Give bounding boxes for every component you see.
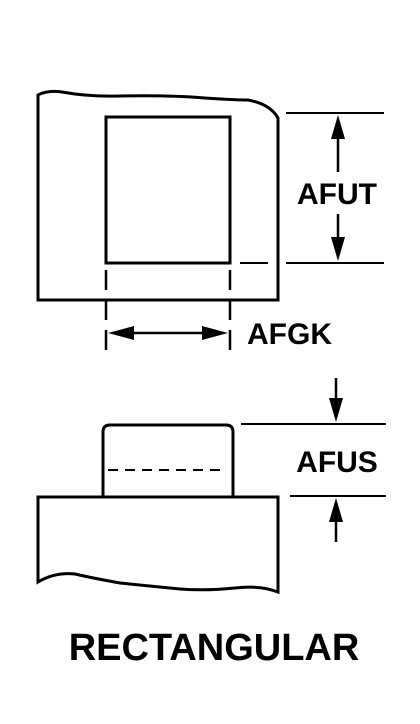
side-view (36, 423, 280, 595)
afus-arrow-down (329, 398, 343, 422)
afut-arrow-up (331, 115, 345, 139)
afgk-arrow-left (108, 326, 134, 340)
afut-dimension: AFUT (240, 112, 384, 264)
afus-dimension: AFUS (241, 378, 386, 542)
shape-caption: RECTANGULAR (69, 627, 360, 669)
afut-arrow-down (331, 237, 345, 261)
afgk-dimension: AFGK (108, 318, 332, 351)
afut-label: AFUT (297, 178, 377, 211)
side-view-raised-element (101, 423, 235, 497)
top-view-inner-rect (104, 115, 232, 265)
afgk-arrow-right (202, 326, 228, 340)
afus-arrow-up (329, 498, 343, 522)
afus-label: AFUS (296, 446, 378, 479)
top-view (36, 89, 280, 357)
top-view-outline (36, 89, 280, 302)
afgk-label: AFGK (247, 318, 332, 351)
side-view-base (36, 495, 280, 595)
